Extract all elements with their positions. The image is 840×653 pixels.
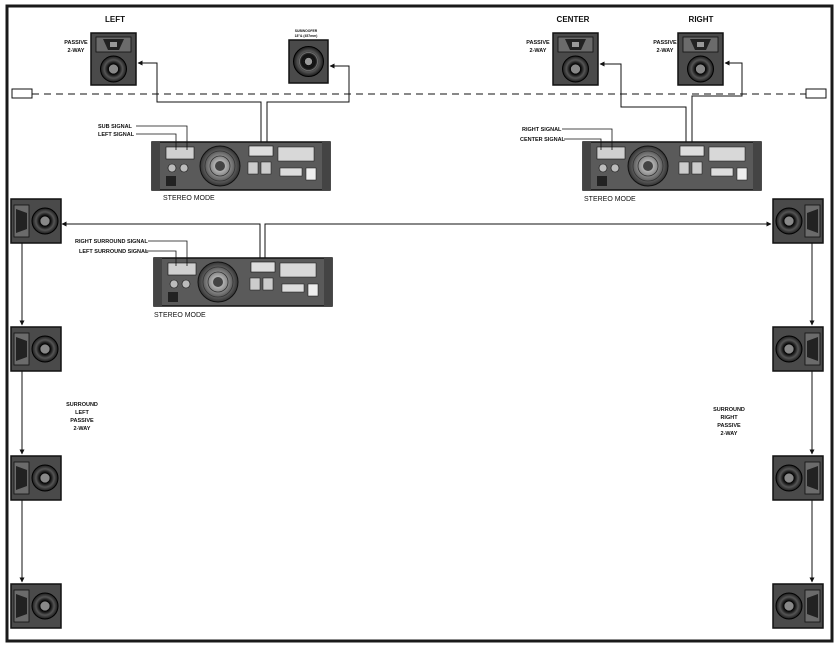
surround-left-line-3: PASSIVE — [70, 418, 94, 424]
left-signal-leader — [136, 133, 177, 150]
speaker-icon — [772, 326, 824, 372]
speaker-icon — [772, 583, 824, 629]
label-right: RIGHT — [689, 15, 714, 24]
left-surround-leader — [146, 250, 177, 266]
label-subwoofer: SUBWOOFER — [295, 29, 318, 33]
speaker-icon — [552, 32, 599, 86]
surround-right-line-4: 2-WAY — [721, 431, 738, 437]
label-sub-signal: SUB SIGNAL — [98, 124, 133, 130]
speaker-icon — [772, 198, 824, 244]
boundary-end-right — [805, 88, 827, 99]
label-right-passive: PASSIVE — [653, 40, 677, 46]
speaker-icon — [677, 32, 724, 86]
wire-amp1-left — [137, 60, 262, 142]
surround-right-caption: SURROUND RIGHT PASSIVE 2-WAY — [713, 407, 745, 437]
label-left-passive: PASSIVE — [64, 40, 88, 46]
sub-signal-leader — [136, 125, 188, 150]
subwoofer-icon — [288, 39, 329, 84]
label-right-signal: RIGHT SIGNAL — [522, 127, 562, 133]
label-center: CENTER — [557, 15, 590, 24]
label-subwoofer-spec: 18"& (457mm) — [295, 34, 318, 38]
surround-right-line-1: SURROUND — [713, 407, 745, 413]
label-center-signal: CENTER SIGNAL — [520, 137, 566, 143]
amplifier-icon — [153, 257, 333, 307]
label-left-signal: LEFT SIGNAL — [98, 132, 135, 138]
speaker-icon — [90, 32, 137, 86]
label-stereo-mode-3: STEREO MODE — [154, 312, 206, 319]
surround-left-line-2: LEFT — [75, 410, 89, 416]
speaker-icon — [10, 583, 62, 629]
wire-amp3-right-surround — [264, 221, 772, 258]
label-left-2way: 2-WAY — [68, 48, 85, 54]
label-left: LEFT — [105, 15, 125, 24]
label-right-2way: 2-WAY — [657, 48, 674, 54]
label-center-passive: PASSIVE — [526, 40, 550, 46]
speaker-icon — [772, 455, 824, 501]
wire-amp2-right — [691, 60, 743, 142]
label-stereo-mode-2: STEREO MODE — [584, 196, 636, 203]
surround-right-line-3: PASSIVE — [717, 423, 741, 429]
wire-amp2-center — [599, 61, 687, 142]
right-surround-leader — [148, 240, 188, 266]
speaker-icon — [10, 455, 62, 501]
label-stereo-mode-1: STEREO MODE — [163, 195, 215, 202]
amplifier-icon — [151, 141, 331, 191]
center-signal-leader — [564, 138, 602, 150]
right-signal-leader — [562, 128, 613, 150]
room-outline — [5, 4, 834, 643]
wire-amp1-sub — [266, 63, 350, 142]
label-right-surround-signal: RIGHT SURROUND SIGNAL — [75, 239, 148, 245]
speaker-icon — [10, 326, 62, 372]
boundary-end-left — [11, 88, 33, 99]
amplifier-icon — [582, 141, 762, 191]
surround-right-line-2: RIGHT — [720, 415, 738, 421]
label-left-surround-signal: LEFT SURROUND SIGNAL — [79, 249, 149, 255]
speaker-icon — [10, 198, 62, 244]
label-center-2way: 2-WAY — [530, 48, 547, 54]
wire-amp3-left-surround — [61, 221, 261, 258]
surround-left-line-4: 2-WAY — [74, 426, 91, 432]
surround-left-line-1: SURROUND — [66, 402, 98, 408]
surround-left-caption: SURROUND LEFT PASSIVE 2-WAY — [66, 402, 98, 432]
